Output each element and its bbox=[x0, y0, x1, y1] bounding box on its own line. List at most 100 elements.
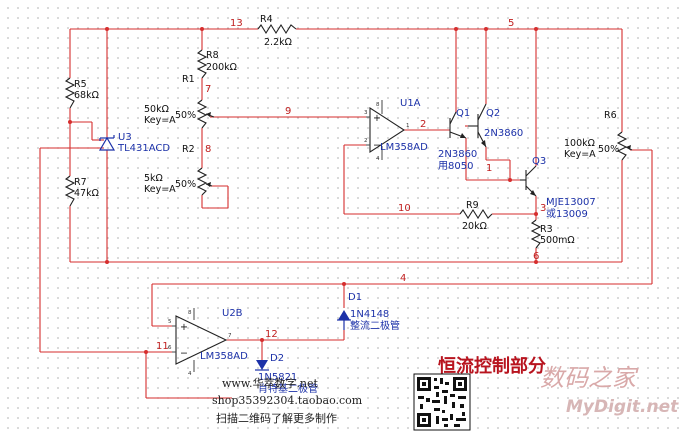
d1-note: 整流二极管 bbox=[350, 319, 400, 332]
svg-text:9: 9 bbox=[285, 106, 291, 117]
r4-ref: R4 bbox=[260, 14, 273, 25]
svg-text:11: 11 bbox=[156, 341, 169, 352]
svg-text:1: 1 bbox=[406, 123, 410, 129]
r7-ref: R7 bbox=[74, 177, 87, 188]
potentiometer-r6: R6 100kΩ Key=A 50% bbox=[564, 110, 633, 161]
shop-line2: shop35392304.taobao.com bbox=[212, 394, 363, 407]
wires bbox=[39, 28, 653, 399]
r4-value: 2.2kΩ bbox=[264, 37, 292, 48]
site-watermark: 数码之家 MyDigit.net bbox=[540, 364, 679, 417]
transistor-q3: Q3 MJE13007 或13009 bbox=[520, 156, 596, 220]
opamp-u2b: + − 8 5 6 4 7 U2B LM358AD bbox=[168, 308, 248, 377]
r7-value: 47kΩ bbox=[74, 188, 99, 199]
r6-key: Key=A bbox=[564, 149, 596, 160]
r8-value: 200kΩ bbox=[206, 62, 237, 73]
svg-text:12: 12 bbox=[265, 329, 278, 340]
qr-code-image bbox=[413, 373, 471, 431]
resistor-r9: R9 20kΩ bbox=[459, 200, 493, 232]
r9-value: 20kΩ bbox=[462, 221, 487, 232]
svg-text:8: 8 bbox=[188, 310, 192, 316]
u2b-part: LM358AD bbox=[200, 351, 248, 362]
svg-text:13: 13 bbox=[230, 18, 243, 29]
junction-dots bbox=[68, 27, 538, 354]
svg-text:−: − bbox=[373, 140, 381, 151]
u1a-ref: U1A bbox=[400, 98, 421, 109]
d2-note: 肖特基二极管 bbox=[258, 382, 318, 395]
watermark-cn: 数码之家 bbox=[540, 364, 639, 392]
r1-key: Key=A bbox=[144, 115, 176, 126]
svg-text:3: 3 bbox=[540, 203, 546, 214]
q2-ref: Q2 bbox=[486, 108, 500, 119]
r8-ref: R8 bbox=[206, 50, 219, 61]
svg-text:+: + bbox=[373, 113, 381, 124]
q3-line1: MJE13007 bbox=[546, 197, 596, 208]
q3-ref: Q3 bbox=[532, 156, 546, 167]
watermark-en: MyDigit.net bbox=[566, 397, 679, 417]
svg-text:6: 6 bbox=[533, 251, 539, 262]
d2-ref: D2 bbox=[270, 353, 284, 364]
u1a-part: LM358AD bbox=[380, 142, 428, 153]
regulator-u3: U3 TL431ACD bbox=[98, 132, 170, 154]
q2-part: 2N3860 bbox=[484, 128, 523, 139]
svg-text:4: 4 bbox=[376, 156, 380, 162]
svg-text:5: 5 bbox=[508, 18, 514, 29]
section-title: 恒流控制部分 bbox=[438, 355, 546, 377]
svg-text:4: 4 bbox=[400, 273, 406, 284]
r3-value: 500mΩ bbox=[540, 235, 575, 246]
q1-ref: Q1 bbox=[456, 108, 470, 119]
u3-part: TL431ACD bbox=[117, 143, 170, 154]
svg-text:10: 10 bbox=[398, 203, 411, 214]
svg-text:8: 8 bbox=[205, 144, 211, 155]
svg-text:6: 6 bbox=[168, 345, 172, 351]
d1-ref: D1 bbox=[348, 292, 362, 303]
resistor-r3: R3 500mΩ bbox=[530, 219, 575, 249]
q1-note-line2: 用8050 bbox=[438, 161, 473, 172]
r1-percent: 50% bbox=[175, 110, 196, 121]
resistor-r5: R5 68kΩ bbox=[64, 77, 99, 109]
r5-ref: R5 bbox=[74, 79, 87, 90]
d2-part: 1N5821 bbox=[258, 372, 297, 383]
opamp-u1a: + − 8 3 2 4 1 U1A LM358AD bbox=[364, 98, 428, 162]
svg-text:+: + bbox=[180, 322, 188, 333]
svg-text:2: 2 bbox=[364, 138, 368, 144]
r1-value: 50kΩ bbox=[144, 104, 169, 115]
svg-text:1: 1 bbox=[486, 163, 492, 174]
shop-info: www.华萃数字.net shop35392304.taobao.com 扫描二… bbox=[212, 376, 363, 425]
resistor-r8: R8 200kΩ bbox=[196, 49, 237, 79]
resistor-r7: R7 47kΩ bbox=[64, 175, 99, 207]
svg-text:8: 8 bbox=[376, 102, 380, 108]
transistor-q1: Q1 2N3860 用8050 bbox=[438, 108, 477, 172]
d1-part: 1N4148 bbox=[350, 309, 389, 320]
svg-text:7: 7 bbox=[205, 84, 211, 95]
svg-text:−: − bbox=[180, 348, 188, 359]
shop-line3: 扫描二维码了解更多制作 bbox=[216, 411, 337, 425]
q3-line2: 或13009 bbox=[546, 208, 588, 220]
r1-ref: R1 bbox=[182, 74, 195, 85]
r5-value: 68kΩ bbox=[74, 90, 99, 101]
r3-ref: R3 bbox=[540, 224, 553, 235]
r6-ref: R6 bbox=[604, 110, 617, 121]
r6-value: 100kΩ bbox=[564, 138, 595, 149]
transistor-q2: Q2 2N3860 bbox=[468, 103, 523, 148]
r2-ref: R2 bbox=[182, 144, 195, 155]
svg-text:4: 4 bbox=[188, 371, 192, 377]
potentiometer-r2: R2 5kΩ Key=A 50% bbox=[144, 144, 213, 196]
r2-value: 5kΩ bbox=[144, 173, 163, 184]
diode-d2: D2 1N5821 肖特基二极管 bbox=[255, 353, 318, 395]
resistor-r4: R4 2.2kΩ bbox=[257, 14, 297, 48]
r2-percent: 50% bbox=[175, 179, 196, 190]
net-labels: 13 5 7 8 9 2 1 3 10 6 4 11 12 bbox=[156, 18, 546, 352]
r2-key: Key=A bbox=[144, 184, 176, 195]
svg-text:7: 7 bbox=[228, 333, 232, 339]
svg-text:3: 3 bbox=[364, 110, 368, 116]
r6-percent: 50% bbox=[598, 144, 619, 155]
q1-note-line1: 2N3860 bbox=[438, 149, 477, 160]
u3-ref: U3 bbox=[118, 132, 132, 143]
r9-ref: R9 bbox=[466, 200, 479, 211]
u2b-ref: U2B bbox=[222, 308, 243, 319]
potentiometer-r1: R1 50kΩ Key=A 50% bbox=[144, 74, 215, 129]
shop-line1: www.华萃数字.net bbox=[222, 376, 319, 390]
svg-text:5: 5 bbox=[168, 319, 172, 325]
diode-d1: D1 1N4148 整流二极管 bbox=[337, 292, 400, 332]
